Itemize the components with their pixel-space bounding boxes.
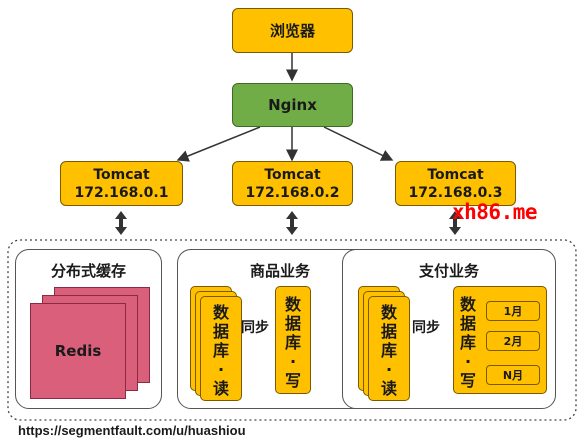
- browser-node: 浏览器: [232, 8, 353, 53]
- goods-read-char-2: 据: [212, 322, 229, 341]
- payment-read-db: 数 据 库 · 读: [368, 296, 410, 401]
- goods-sync-label: 同步: [241, 320, 269, 336]
- payment-write-char-2: 据: [459, 314, 476, 333]
- footer-url: https://segmentfault.com/u/huashiou: [18, 423, 246, 438]
- panel-distributed-cache: 分布式缓存 Redis: [15, 249, 162, 409]
- services-container: [7, 239, 577, 421]
- partition-month-n: N月: [486, 365, 540, 385]
- tomcat-1-ip: 172.168.0.1: [74, 184, 169, 201]
- payment-read-char-1: 数: [380, 303, 397, 322]
- payment-write-char-5: 写: [459, 371, 476, 390]
- tomcat-1-name: Tomcat: [93, 166, 150, 183]
- panel-title-goods: 商品业务: [249, 262, 310, 280]
- goods-read-db-label: 数 据 库 · 读: [201, 303, 241, 398]
- goods-write-db: 数 据 库 · 写: [275, 286, 311, 394]
- double-arrow-2: [286, 211, 298, 235]
- panel-title-cache: 分布式缓存: [50, 262, 126, 280]
- double-arrow-3: [449, 211, 461, 235]
- nginx-node: Nginx: [232, 83, 353, 127]
- goods-write-char-2: 据: [284, 314, 301, 333]
- goods-write-db-label: 数 据 库 · 写: [276, 295, 310, 390]
- watermark: xh86.me: [452, 200, 538, 224]
- payment-write-char-3: 库: [459, 333, 476, 352]
- payment-read-char-5: 读: [380, 379, 397, 398]
- payment-write-db: 数 据 库 · 写 1月 2月 N月: [453, 286, 547, 394]
- payment-write-char-4: ·: [464, 352, 472, 371]
- tomcat-node-2: Tomcat 172.168.0.2: [232, 161, 353, 206]
- tomcat-2-ip: 172.168.0.2: [245, 184, 340, 201]
- tomcat-node-3: Tomcat 172.168.0.3: [395, 161, 516, 206]
- browser-label: 浏览器: [269, 22, 315, 40]
- payment-read-char-4: ·: [385, 360, 393, 379]
- double-arrow-1: [115, 211, 127, 235]
- redis-node: Redis: [30, 303, 126, 399]
- goods-read-char-4: ·: [217, 360, 225, 379]
- panel-payment: 支付业务 数 据 库 · 读 同步 数 据 库 · 写 1月 2月 N月: [342, 249, 556, 409]
- payment-write-char-1: 数: [459, 295, 476, 314]
- goods-write-char-4: ·: [289, 352, 297, 371]
- tomcat-3-name: Tomcat: [427, 166, 484, 183]
- tomcat-node-1: Tomcat 172.168.0.1: [60, 161, 183, 206]
- panel-title-payment: 支付业务: [418, 262, 479, 280]
- tomcat-3-ip: 172.168.0.3: [408, 184, 503, 201]
- nginx-label: Nginx: [268, 96, 317, 114]
- payment-write-db-label: 数 据 库 · 写: [457, 295, 479, 390]
- redis-label: Redis: [54, 342, 102, 360]
- tomcat-2-name: Tomcat: [264, 166, 321, 183]
- goods-read-char-3: 库: [212, 341, 229, 360]
- arrow-nginx-tomcat3: [323, 126, 394, 161]
- goods-read-char-1: 数: [212, 303, 229, 322]
- arrow-nginx-tomcat1: [176, 126, 261, 162]
- partition-month-1: 1月: [486, 301, 540, 321]
- goods-read-db: 数 据 库 · 读: [200, 296, 242, 401]
- goods-write-char-5: 写: [284, 371, 301, 390]
- goods-write-char-3: 库: [284, 333, 301, 352]
- payment-read-char-3: 库: [380, 341, 397, 360]
- payment-read-char-2: 据: [380, 322, 397, 341]
- partition-month-2: 2月: [486, 331, 540, 351]
- payment-read-db-label: 数 据 库 · 读: [369, 303, 409, 398]
- goods-write-char-1: 数: [284, 295, 301, 314]
- payment-sync-label: 同步: [412, 320, 440, 336]
- goods-read-char-5: 读: [212, 379, 229, 398]
